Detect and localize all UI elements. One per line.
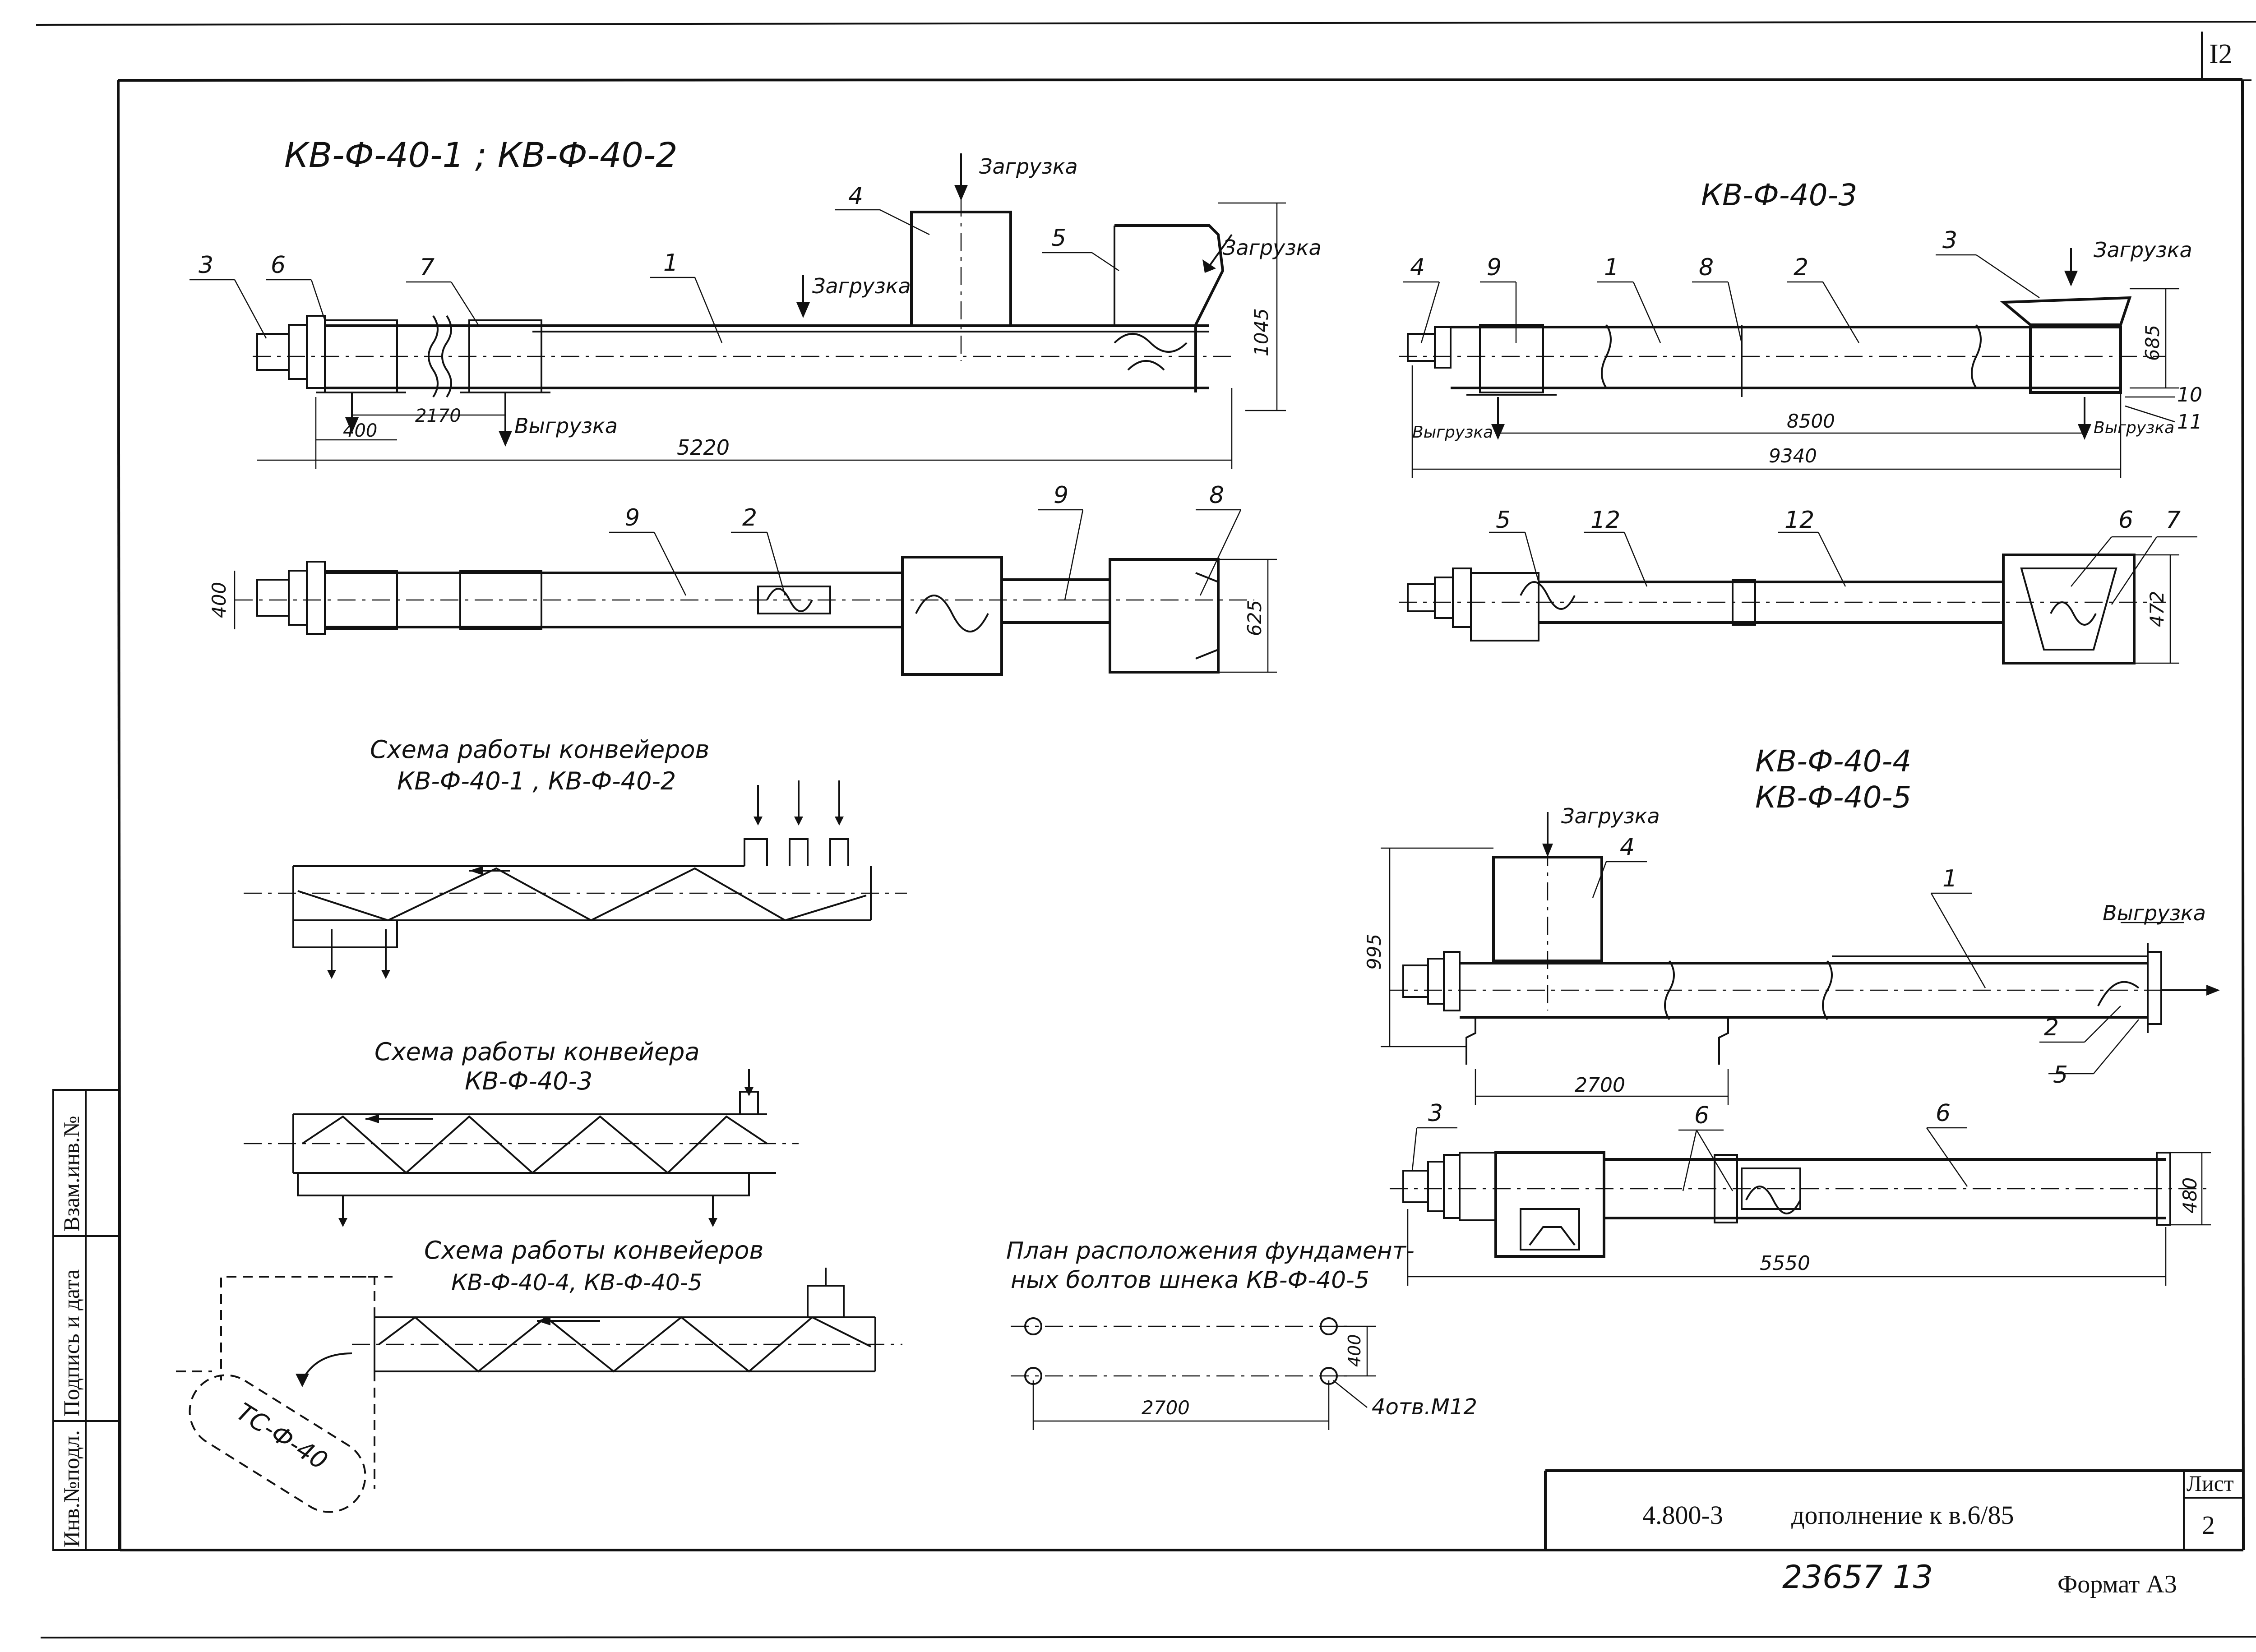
scheme3-title-2: КВ-Ф-40-3 bbox=[465, 1067, 592, 1095]
view45-plan-dim-5550: 5550 bbox=[1760, 1252, 1810, 1275]
view3-dim-8500: 8500 bbox=[1787, 410, 1835, 432]
view45-pos-5: 5 bbox=[2053, 1061, 2068, 1089]
view3-pos-4: 4 bbox=[1410, 254, 1425, 281]
view3-dim-685: 685 bbox=[2141, 325, 2164, 361]
bolt-plan-dim-400: 400 bbox=[1345, 1334, 1364, 1367]
view1-dim-5220: 5220 bbox=[677, 435, 730, 460]
scheme45-title-2: КВ-Ф-40-4, КВ-Ф-40-5 bbox=[451, 1269, 703, 1296]
title-designation: 4.800-3 bbox=[1642, 1500, 1723, 1530]
view3-pos-2: 2 bbox=[1794, 254, 1808, 281]
view3-unload-left: Выгрузка bbox=[1412, 423, 1493, 442]
view1-title: КВ-Ф-40-1 ; КВ-Ф-40-2 bbox=[284, 135, 678, 175]
view1-load-top: Загрузка bbox=[979, 154, 1078, 179]
scheme12-diagram bbox=[244, 780, 907, 979]
view45-dim-995: 995 bbox=[1363, 934, 1385, 970]
stamp-sign-date: Подпись и дата bbox=[59, 1269, 84, 1417]
format-label: Формат А3 bbox=[2057, 1570, 2177, 1598]
view1-pos-5: 5 bbox=[1051, 225, 1066, 252]
view45-pos-2: 2 bbox=[2044, 1014, 2059, 1041]
view1-plan-pos-9a: 9 bbox=[625, 504, 640, 531]
view3-plan bbox=[1399, 531, 2197, 664]
view1-dim-1045: 1045 bbox=[1250, 308, 1272, 356]
view3-pos-9: 9 bbox=[1487, 254, 1502, 281]
view45-pos-4: 4 bbox=[1620, 834, 1635, 861]
scheme12-title-2: КВ-Ф-40-1 , КВ-Ф-40-2 bbox=[397, 767, 676, 795]
title-block bbox=[1544, 1469, 2243, 1550]
view1-plan-dim-625: 625 bbox=[1244, 600, 1266, 636]
view1-dim-400: 400 bbox=[343, 420, 377, 441]
view45-plan-pos-6a: 6 bbox=[1694, 1102, 1709, 1129]
view1-pos-3: 3 bbox=[199, 252, 213, 279]
view3-plan-pos-6: 6 bbox=[2118, 507, 2133, 534]
view1-load-mid: Загрузка bbox=[812, 274, 911, 298]
view1-pos-4: 4 bbox=[848, 183, 863, 210]
view3-pos-8: 8 bbox=[1699, 254, 1714, 281]
view1-plan-pos-2: 2 bbox=[742, 504, 757, 531]
sheet-number: 2 bbox=[2202, 1510, 2215, 1540]
view3-plan-pos-12b: 12 bbox=[1784, 507, 1814, 534]
view3-pos-11: 11 bbox=[2177, 411, 2202, 434]
view45-plan-dim-480: 480 bbox=[2179, 1177, 2201, 1214]
view3-pos-10: 10 bbox=[2177, 383, 2202, 406]
view45-title-1: КВ-Ф-40-4 bbox=[1755, 744, 1911, 779]
doc-number: 23657 13 bbox=[1782, 1559, 1933, 1596]
side-stamp bbox=[52, 1089, 120, 1551]
view3-pos-1: 1 bbox=[1604, 254, 1619, 281]
view45-load: Загрузка bbox=[1561, 804, 1660, 828]
corner-number: I2 bbox=[2209, 39, 2233, 69]
view3-dim-9340: 9340 bbox=[1769, 445, 1817, 467]
view1-plan bbox=[234, 509, 1277, 676]
view3-elevation bbox=[1399, 248, 2179, 478]
scheme12-title-1: Схема работы конвейеров bbox=[370, 735, 709, 764]
bolt-plan-holes: 4отв.М12 bbox=[1372, 1394, 1477, 1420]
view1-pos-6: 6 bbox=[271, 252, 286, 279]
view3-plan-pos-12a: 12 bbox=[1590, 507, 1620, 534]
scheme45-title-1: Схема работы конвейеров bbox=[424, 1236, 763, 1264]
stamp-vzam-inv: Взам.инв.№ bbox=[59, 1116, 84, 1232]
sheet-frame bbox=[36, 21, 2256, 1638]
view1-plan-dim-400: 400 bbox=[208, 582, 230, 618]
view3-plan-pos-5: 5 bbox=[1496, 507, 1511, 534]
view45-plan-pos-3: 3 bbox=[1428, 1100, 1443, 1127]
view1-elevation bbox=[190, 153, 1286, 469]
view3-load: Загрузка bbox=[2094, 238, 2192, 262]
scheme45-hopper-label: ТС-Ф-40 bbox=[231, 1398, 333, 1476]
view1-plan-pos-8: 8 bbox=[1209, 482, 1224, 509]
view45-plan bbox=[1390, 1127, 2211, 1286]
sheet-label: Лист bbox=[2187, 1471, 2234, 1496]
view1-unload: Выгрузка bbox=[514, 414, 618, 438]
view1-pos-7: 7 bbox=[420, 254, 435, 281]
view3-plan-pos-7: 7 bbox=[2166, 507, 2181, 534]
view1-load-right: Загрузка bbox=[1223, 235, 1322, 260]
view1-plan-pos-9b: 9 bbox=[1054, 482, 1068, 509]
title-description: дополнение к в.6/85 bbox=[1791, 1500, 2014, 1530]
scheme3-diagram bbox=[244, 1069, 799, 1227]
view45-pos-1: 1 bbox=[1942, 865, 1957, 892]
view45-plan-pos-6b: 6 bbox=[1936, 1100, 1951, 1127]
view45-title-2: КВ-Ф-40-5 bbox=[1755, 780, 1911, 815]
bolt-plan-title-2: ных болтов шнека КВ-Ф-40-5 bbox=[1011, 1267, 1369, 1294]
bolt-plan-diagram bbox=[1011, 1317, 1376, 1430]
bolt-plan-dim-2700: 2700 bbox=[1142, 1397, 1190, 1419]
view45-elevation bbox=[1381, 812, 2220, 1105]
view1-pos-1: 1 bbox=[663, 249, 678, 277]
scheme45-diagram bbox=[176, 1268, 902, 1513]
view45-unload: Выгрузка bbox=[2103, 901, 2206, 925]
view3-plan-dim-472: 472 bbox=[2146, 591, 2168, 627]
view1-dim-2170: 2170 bbox=[415, 406, 461, 426]
view3-unload-right: Выгрузка bbox=[2094, 419, 2174, 437]
scheme3-title-1: Схема работы конвейера bbox=[374, 1038, 700, 1066]
view3-pos-3: 3 bbox=[1942, 227, 1957, 254]
bolt-plan-title-1: План расположения фундамент- bbox=[1006, 1237, 1415, 1264]
view45-dim-2700: 2700 bbox=[1575, 1074, 1625, 1097]
stamp-inv-podl: Инв.№подл. bbox=[59, 1430, 84, 1547]
view3-title: КВ-Ф-40-3 bbox=[1701, 178, 1857, 212]
